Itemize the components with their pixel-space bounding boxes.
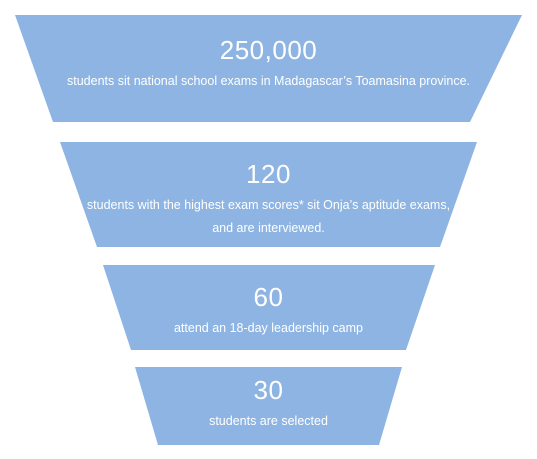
funnel-stage-4: 30 students are selected <box>160 374 377 433</box>
stage-4-number: 30 <box>253 375 284 405</box>
funnel-stage-3: 60 attend an 18-day leadership camp <box>130 281 407 340</box>
funnel-stage-1: 250,000 students sit national school exa… <box>60 34 477 93</box>
stage-4-description: students are selected <box>209 414 328 428</box>
funnel-stage-4-shape <box>135 367 402 445</box>
funnel-stage-2: 120 students with the highest exam score… <box>80 158 457 240</box>
stage-2-number: 120 <box>246 159 291 189</box>
stage-3-description: attend an 18-day leadership camp <box>173 321 363 335</box>
stage-1-number: 250,000 <box>219 35 318 65</box>
funnel-stage-2-shape <box>60 142 477 247</box>
stage-2-description: students with the highest exam scores* s… <box>86 198 451 235</box>
funnel-stage-3-shape <box>103 265 435 350</box>
funnel-stage-1-shape <box>15 15 522 122</box>
stage-1-description: students sit national school exams in Ma… <box>67 74 470 88</box>
stage-3-number: 60 <box>253 282 284 312</box>
